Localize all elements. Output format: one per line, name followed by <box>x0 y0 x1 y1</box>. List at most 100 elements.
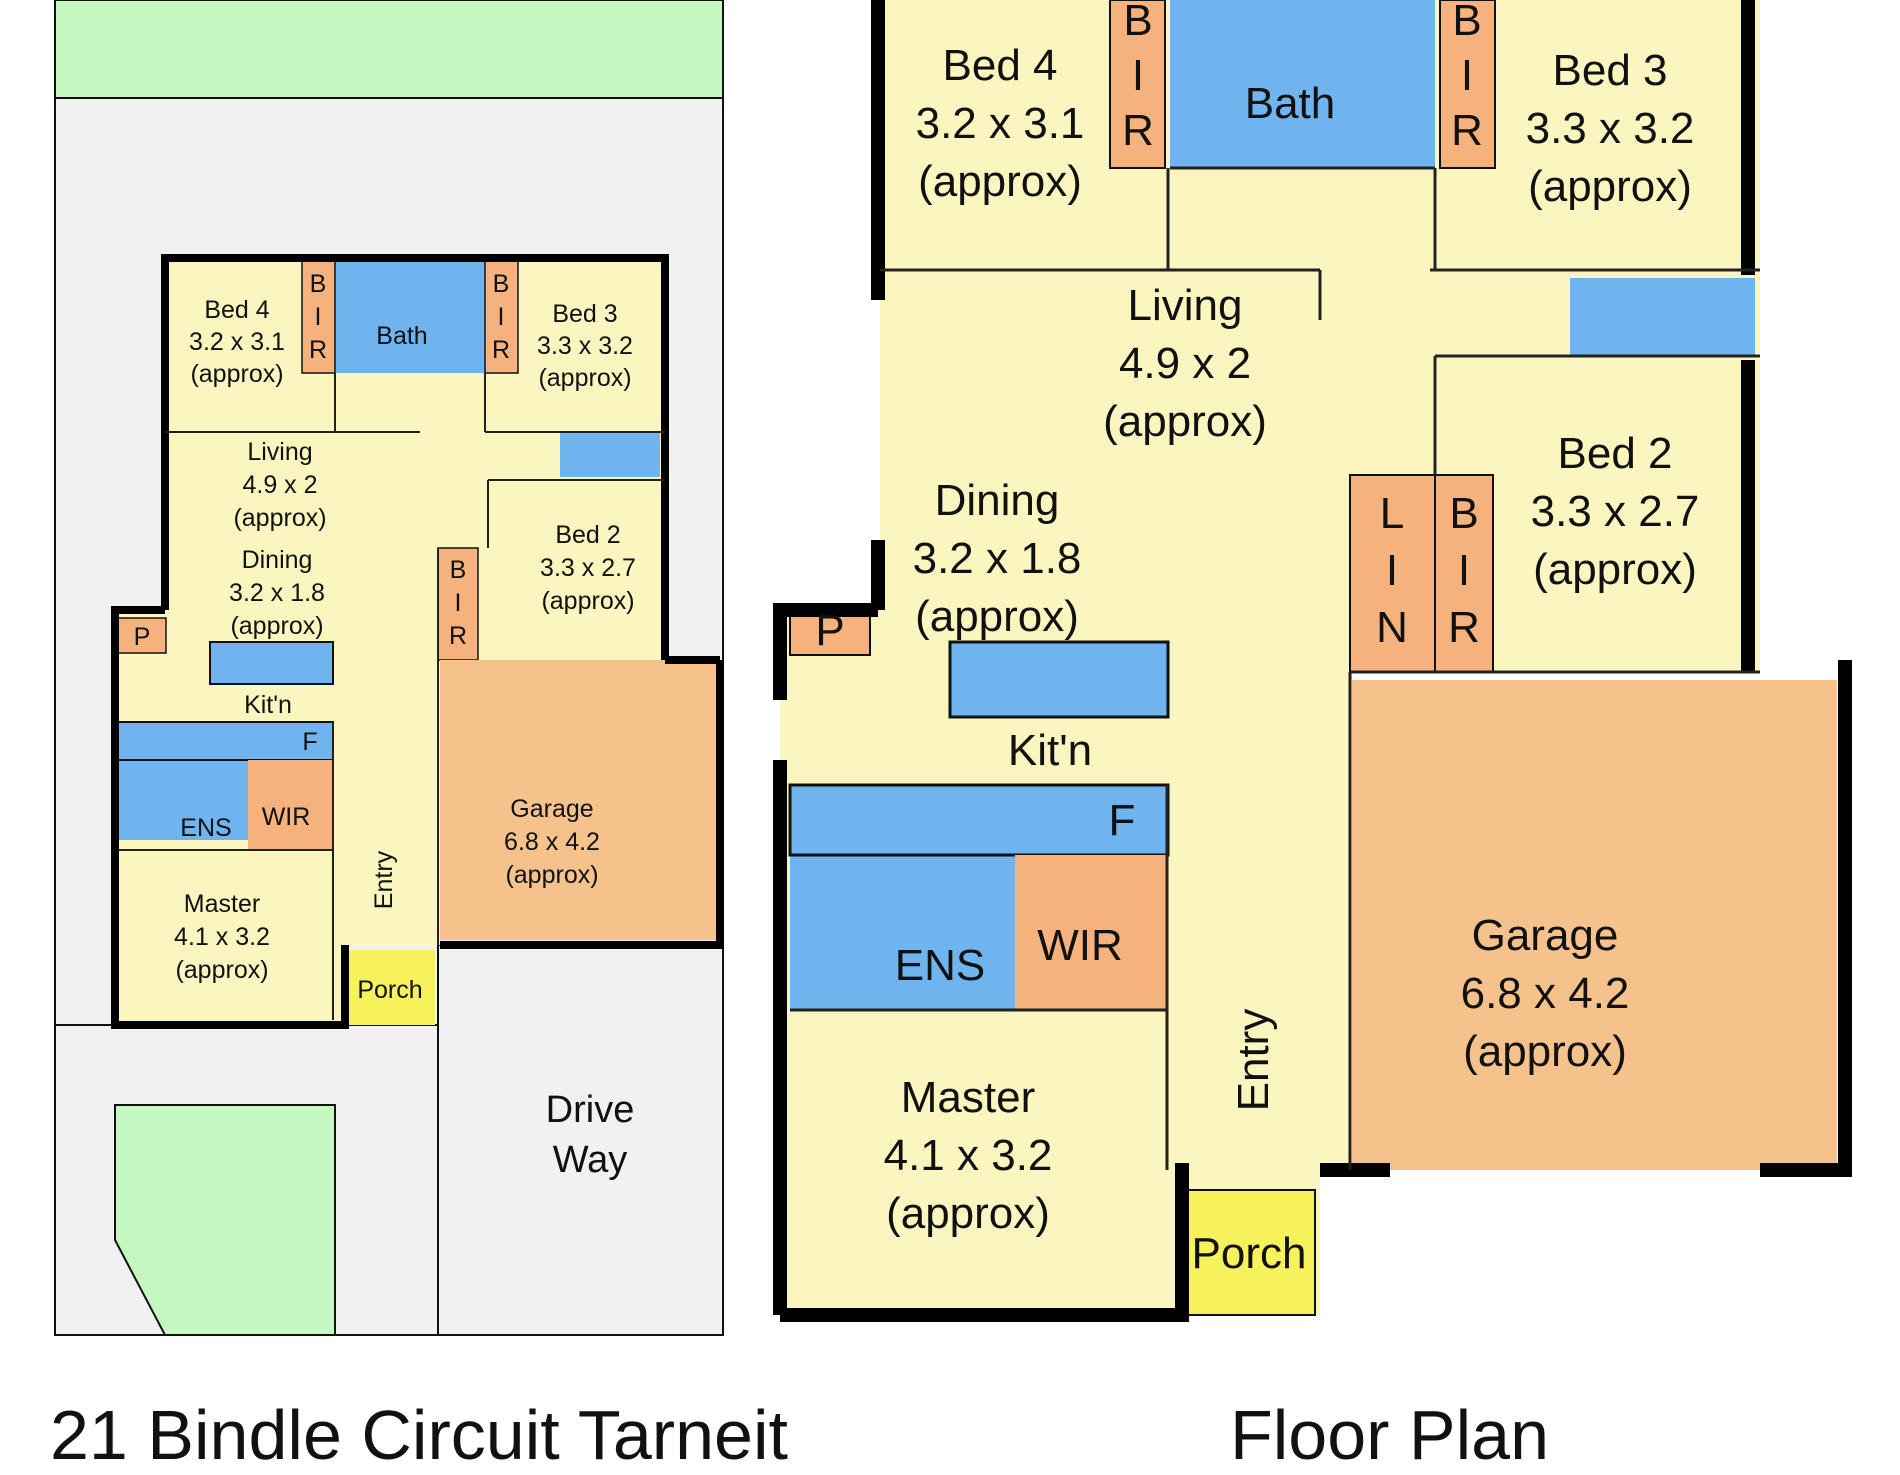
site-wir-label: WIR <box>262 803 311 831</box>
site-bir-bed4-i: I <box>315 303 322 331</box>
site-dining-name: Dining <box>242 546 313 574</box>
site-walls <box>111 254 724 1029</box>
site-bed3-size: 3.3 x 3.2 <box>537 332 633 360</box>
floor-lin-n: N <box>1376 603 1408 652</box>
site-bir-bed4-r: R <box>309 336 327 364</box>
driveway-label-2: Way <box>553 1139 628 1181</box>
floor-bed2-size: 3.3 x 2.7 <box>1531 487 1700 536</box>
site-garage <box>440 660 720 940</box>
floor-bir-bed2-i: I <box>1458 546 1470 595</box>
plan-canvas: Bed 4 3.2 x 3.1 (approx) Bed 3 3.3 x 3.2… <box>54 0 1852 1336</box>
floor-bed3-note: (approx) <box>1528 162 1692 211</box>
floor-island <box>948 640 1170 719</box>
floor-wir-label: WIR <box>1037 921 1123 970</box>
front-lawn <box>54 0 724 99</box>
site-bir-bed4-b: B <box>310 270 327 298</box>
site-bed2-note: (approx) <box>541 587 634 615</box>
floor-pantry-label: P <box>815 606 844 655</box>
site-garage-name: Garage <box>510 795 593 823</box>
floor-bed4-size: 3.2 x 3.1 <box>916 99 1085 148</box>
floor-master-note: (approx) <box>886 1189 1050 1238</box>
floor-dining-note: (approx) <box>915 592 1079 641</box>
floor-bir-bed4-r: R <box>1122 106 1154 155</box>
floor-master-name: Master <box>901 1073 1035 1122</box>
floor-bir-bed3 <box>1439 0 1496 169</box>
floor-walls <box>773 0 1852 1322</box>
floor-living-size: 4.9 x 2 <box>1119 339 1251 388</box>
site-ensuite-label: ENS <box>180 814 231 842</box>
site-bir-bed3-b: B <box>493 270 510 298</box>
site-dining-note: (approx) <box>230 612 323 640</box>
floor-porch <box>1181 1189 1316 1316</box>
floor-ensuite <box>790 855 1015 1010</box>
site-living-note: (approx) <box>233 504 326 532</box>
site-island <box>209 641 334 685</box>
floor-ensuite-label: ENS <box>895 941 985 990</box>
site-fridge-label: F <box>302 728 317 756</box>
site-bed3-note: (approx) <box>538 364 631 392</box>
plan-title: Floor Plan <box>1230 1396 1550 1474</box>
floor-bed3-size: 3.3 x 3.2 <box>1526 104 1695 153</box>
floor-fridge-label: F <box>1109 796 1136 845</box>
site-bed4-name: Bed 4 <box>204 296 269 324</box>
floor-entry-label: Entry <box>1229 1009 1278 1112</box>
floor-bed3-name: Bed 3 <box>1553 46 1668 95</box>
site-porch-label: Porch <box>357 976 422 1004</box>
floor-dining-name: Dining <box>935 476 1060 525</box>
floor-bed2-note: (approx) <box>1533 545 1697 594</box>
site-bir-bed2-i: I <box>455 589 462 617</box>
floor-lin-l: L <box>1380 489 1404 538</box>
floor-bed4-note: (approx) <box>918 157 1082 206</box>
floor-garage <box>1352 680 1837 1170</box>
site-kitchen-bench <box>117 721 334 761</box>
floor-bir-bed4-b: B <box>1123 0 1152 45</box>
floor-partitions <box>790 166 1760 1170</box>
site-master-note: (approx) <box>175 956 268 984</box>
property-address: 21 Bindle Circuit Tarneit <box>50 1396 788 1474</box>
floor-wir <box>1015 855 1167 1010</box>
site-bir-bed3-r: R <box>492 336 510 364</box>
driveway-label-1: Drive <box>546 1089 635 1131</box>
site-toilet <box>560 432 660 477</box>
site-living-size: 4.9 x 2 <box>242 471 317 499</box>
floor-bir-bed3-r: R <box>1451 106 1483 155</box>
floor-bir-bed4 <box>1109 0 1166 169</box>
floor-living-note: (approx) <box>1103 397 1267 446</box>
floor-plan: Bed 4 3.2 x 3.1 (approx) Bath Bed 3 3.3 … <box>773 0 1852 1322</box>
site-entry-label: Entry <box>370 850 398 909</box>
site-partitions <box>118 373 665 1020</box>
floor-linen <box>1349 474 1436 673</box>
floor-dining-size: 3.2 x 1.8 <box>913 534 1082 583</box>
site-bed4-note: (approx) <box>190 360 283 388</box>
floor-bed2-name: Bed 2 <box>1558 429 1673 478</box>
site-bed3-name: Bed 3 <box>552 300 617 328</box>
floor-bath-label: Bath <box>1245 79 1336 128</box>
floor-kitchen-label: Kit'n <box>1008 726 1092 775</box>
floor-lin-i: I <box>1386 546 1398 595</box>
site-bir-bed2-r: R <box>449 622 467 650</box>
site-bed4-size: 3.2 x 3.1 <box>189 328 285 356</box>
driveway <box>437 944 724 1336</box>
floor-bir-bed2-r: R <box>1448 603 1480 652</box>
site-plan: Bed 4 3.2 x 3.1 (approx) Bed 3 3.3 x 3.2… <box>54 0 724 1336</box>
floor-living-name: Living <box>1128 281 1243 330</box>
site-bir-bed4 <box>301 257 336 374</box>
floor-bir-bed4-i: I <box>1132 51 1144 100</box>
site-porch <box>345 950 435 1025</box>
site-wir <box>248 760 333 850</box>
site-living-name: Living <box>247 438 312 466</box>
floor-garage-note: (approx) <box>1463 1027 1627 1076</box>
floor-plan-sheet: Bed 4 3.2 x 3.1 (approx) Bed 3 3.3 x 3.2… <box>50 0 1852 1474</box>
site-dining-size: 3.2 x 1.8 <box>229 579 325 607</box>
floor-bath <box>1170 0 1435 168</box>
floor-garage-size: 6.8 x 4.2 <box>1461 969 1630 1018</box>
floor-kitchen-bench <box>788 783 1170 857</box>
site-bir-bed3 <box>484 257 519 374</box>
site-pantry-label: P <box>134 623 151 651</box>
floor-bir-bed3-b: B <box>1452 0 1481 45</box>
floor-bir-bed2-b: B <box>1449 489 1478 538</box>
floor-bed4-name: Bed 4 <box>943 41 1058 90</box>
site-ensuite <box>118 760 248 840</box>
floor-toilet <box>1570 278 1755 356</box>
rear-lawn <box>114 1104 336 1336</box>
